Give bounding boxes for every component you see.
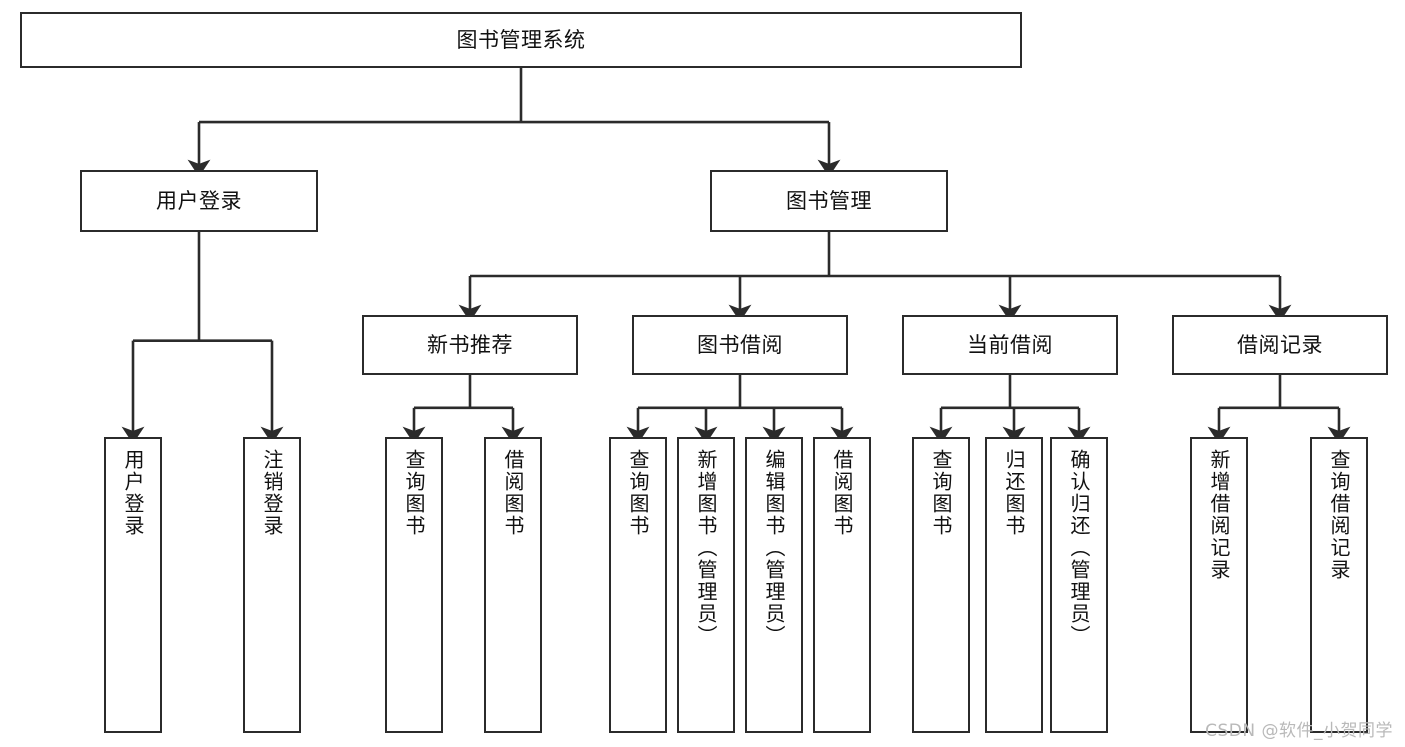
node-label: 当前借阅 xyxy=(967,332,1053,357)
node-label: 图书借阅 xyxy=(697,332,783,357)
node-label: 查询借阅记录 xyxy=(1327,449,1351,581)
node-l11: 确认归还（管理员） xyxy=(1050,437,1108,733)
node-l9: 查询图书 xyxy=(912,437,970,733)
node-label: 注销登录 xyxy=(260,449,284,537)
node-l8: 借阅图书 xyxy=(813,437,871,733)
node-l3: 查询图书 xyxy=(385,437,443,733)
node-label: 借阅图书 xyxy=(501,449,525,537)
node-label: 借阅图书 xyxy=(830,449,854,537)
node-l7: 编辑图书（管理员） xyxy=(745,437,803,733)
node-label: 编辑图书（管理员） xyxy=(762,449,786,647)
node-label: 借阅记录 xyxy=(1237,332,1323,357)
node-label: 查询图书 xyxy=(626,449,650,537)
node-label: 查询图书 xyxy=(929,449,953,537)
node-bookmgmt: 图书管理 xyxy=(710,170,948,232)
node-label: 新书推荐 xyxy=(427,332,513,357)
node-l13: 查询借阅记录 xyxy=(1310,437,1368,733)
node-label: 查询图书 xyxy=(402,449,426,537)
node-label: 用户登录 xyxy=(121,449,145,537)
node-label: 归还图书 xyxy=(1002,449,1026,537)
node-l1: 用户登录 xyxy=(104,437,162,733)
node-label: 图书管理 xyxy=(786,188,872,213)
node-current: 当前借阅 xyxy=(902,315,1118,375)
node-label: 确认归还（管理员） xyxy=(1067,449,1091,647)
node-label: 新增借阅记录 xyxy=(1207,449,1231,581)
node-l12: 新增借阅记录 xyxy=(1190,437,1248,733)
node-l5: 查询图书 xyxy=(609,437,667,733)
node-records: 借阅记录 xyxy=(1172,315,1388,375)
node-label: 图书管理系统 xyxy=(456,27,586,52)
node-root: 图书管理系统 xyxy=(20,12,1022,68)
node-l6: 新增图书（管理员） xyxy=(677,437,735,733)
node-l10: 归还图书 xyxy=(985,437,1043,733)
node-label: 用户登录 xyxy=(156,188,242,213)
node-label: 新增图书（管理员） xyxy=(694,449,718,647)
node-l4: 借阅图书 xyxy=(484,437,542,733)
node-login: 用户登录 xyxy=(80,170,318,232)
node-borrow: 图书借阅 xyxy=(632,315,848,375)
node-newbook: 新书推荐 xyxy=(362,315,578,375)
node-l2: 注销登录 xyxy=(243,437,301,733)
